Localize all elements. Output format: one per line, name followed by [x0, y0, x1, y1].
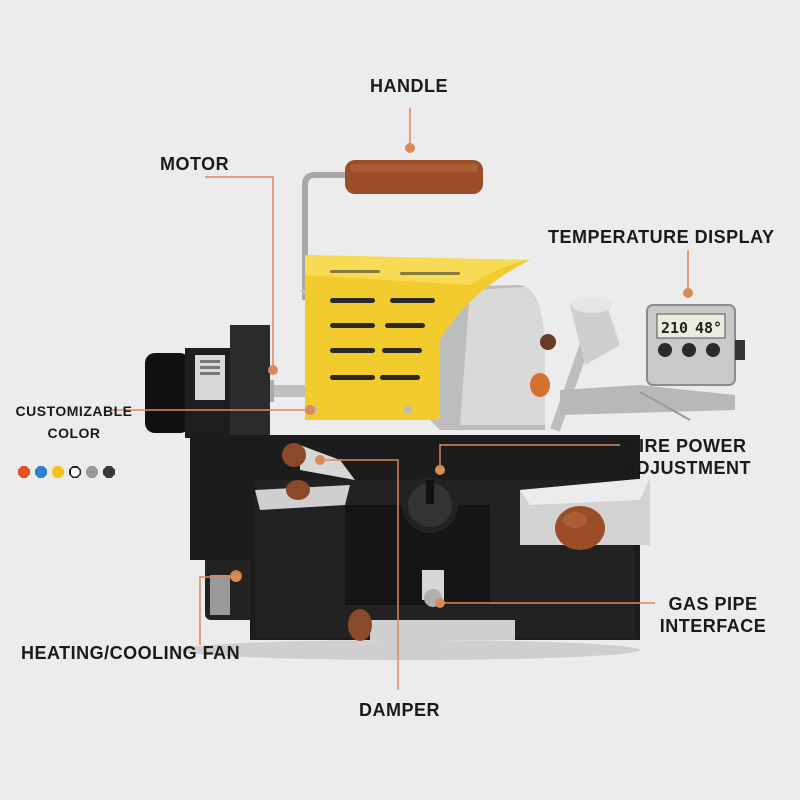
- thermometer-reading-left: 210: [661, 319, 688, 337]
- label-handle: HANDLE: [370, 76, 448, 96]
- damper-knob: [348, 609, 372, 641]
- vent-slots: [330, 298, 435, 380]
- label-fire-power-line1: FIRE POWER: [627, 436, 747, 456]
- thermometer-button: [658, 343, 672, 357]
- thermometer-reading-right: 48°: [695, 319, 722, 337]
- color-swatches: [18, 466, 115, 478]
- tray-knob: [555, 506, 605, 550]
- label-gas-pipe-line1: GAS PIPE: [668, 594, 758, 614]
- handle-rod: [302, 172, 345, 300]
- swatch-gray: [86, 466, 98, 478]
- label-damper: DAMPER: [359, 700, 441, 720]
- label-customizable-color-line2: COLOR: [47, 425, 101, 441]
- thermometer-button: [706, 343, 720, 357]
- swatch-blue: [35, 466, 47, 478]
- swatch-yellow: [52, 466, 64, 478]
- label-gas-pipe-line2: INTERFACE: [659, 616, 767, 636]
- label-gas-pipe-interface: GAS PIPE INTERFACE: [652, 593, 774, 637]
- thermometer-button: [682, 343, 696, 357]
- label-customizable-color-line1: CUSTOMIZABLE: [15, 403, 133, 419]
- sampler-cup: [570, 300, 620, 365]
- shadow: [180, 640, 640, 660]
- label-fire-power-adjustment: FIRE POWER ADJUSTMENT: [617, 435, 757, 479]
- label-fire-power-line2: ADJUSTMENT: [622, 458, 751, 478]
- swatch-orange: [18, 466, 30, 478]
- thermometer-screen: [656, 313, 726, 339]
- callout-lines: [110, 108, 689, 690]
- label-customizable-color: CUSTOMIZABLE COLOR: [11, 400, 137, 444]
- motor: [145, 353, 190, 433]
- swatch-black: [103, 466, 115, 478]
- label-temperature-display: TEMPERATURE DISPLAY: [548, 227, 775, 247]
- callout-dots: [231, 143, 693, 608]
- swatch-white: [69, 466, 81, 478]
- label-motor: MOTOR: [160, 154, 230, 174]
- label-heating-cooling-fan: HEATING/COOLING FAN: [21, 643, 241, 663]
